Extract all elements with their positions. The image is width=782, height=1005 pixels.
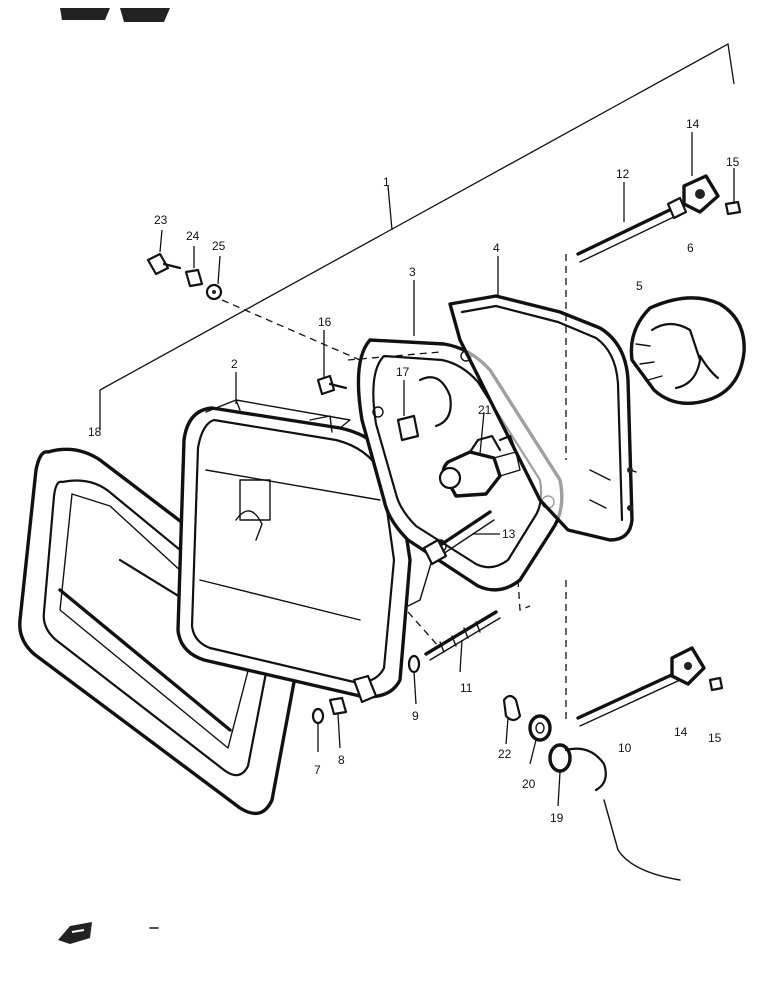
callout-24: 24 [186, 229, 200, 243]
callout-labels: 1 2 3 4 5 6 7 8 9 10 11 12 13 14 14 15 1… [88, 117, 740, 825]
callout-16: 16 [318, 315, 332, 329]
screw-part-16 [316, 374, 348, 396]
nut-block-part-14-bottom [670, 646, 706, 686]
callout-17: 17 [396, 365, 410, 379]
callout-8: 8 [338, 753, 345, 767]
adjust-screw-part-13 [422, 510, 495, 566]
adjust-bolt-part-10 [576, 670, 681, 727]
callout-18: 18 [88, 425, 102, 439]
bolt-part-23 [146, 252, 182, 276]
callout-9: 9 [412, 709, 419, 723]
socket-wire-part-19 [548, 743, 681, 881]
callout-14-top: 14 [686, 117, 700, 131]
callout-10: 10 [618, 741, 632, 755]
washer-part-9 [407, 654, 421, 674]
screw-part-15-bottom [708, 676, 724, 692]
callout-25: 25 [212, 239, 226, 253]
callout-7: 7 [314, 763, 321, 777]
callout-15-bottom: 15 [708, 731, 722, 745]
callout-12: 12 [616, 167, 630, 181]
callout-4: 4 [493, 241, 500, 255]
position-bulb-part-22 [502, 694, 522, 722]
assembly-outline-part-1 [99, 42, 735, 430]
socket-part-20 [528, 714, 552, 742]
callout-5: 5 [636, 279, 643, 293]
callout-15-top: 15 [726, 155, 740, 169]
screw-part-15-top [724, 200, 742, 216]
adjust-bolt-part-12 [576, 196, 688, 263]
callout-1: 1 [383, 175, 390, 189]
washer-part-7 [311, 707, 325, 725]
spring-screw-part-11 [424, 610, 501, 661]
callout-14-bottom: 14 [674, 725, 688, 739]
callout-23: 23 [154, 213, 168, 227]
callout-2: 2 [231, 357, 238, 371]
callout-3: 3 [409, 265, 416, 279]
socket-cover-part-5 [629, 296, 746, 405]
callout-19: 19 [550, 811, 564, 825]
nut-part-24 [184, 268, 204, 288]
front-direction-arrow-icon [58, 922, 159, 944]
callout-11: 11 [460, 681, 473, 695]
callout-6: 6 [687, 241, 694, 255]
callout-20: 20 [522, 777, 536, 791]
nut-part-8 [328, 696, 348, 716]
page-tab-mark [60, 8, 170, 22]
washer-part-25 [205, 283, 223, 301]
nut-block-part-14-top [682, 174, 720, 214]
callout-21: 21 [478, 403, 492, 417]
callout-22: 22 [498, 747, 512, 761]
headlight-bulb-part-21 [438, 434, 521, 498]
leader-lines [159, 132, 735, 807]
headlight-rim-part-18 [18, 447, 303, 816]
headlight-case-part-4 [448, 294, 637, 542]
callout-13: 13 [502, 527, 516, 541]
clip-part-17 [396, 414, 420, 442]
